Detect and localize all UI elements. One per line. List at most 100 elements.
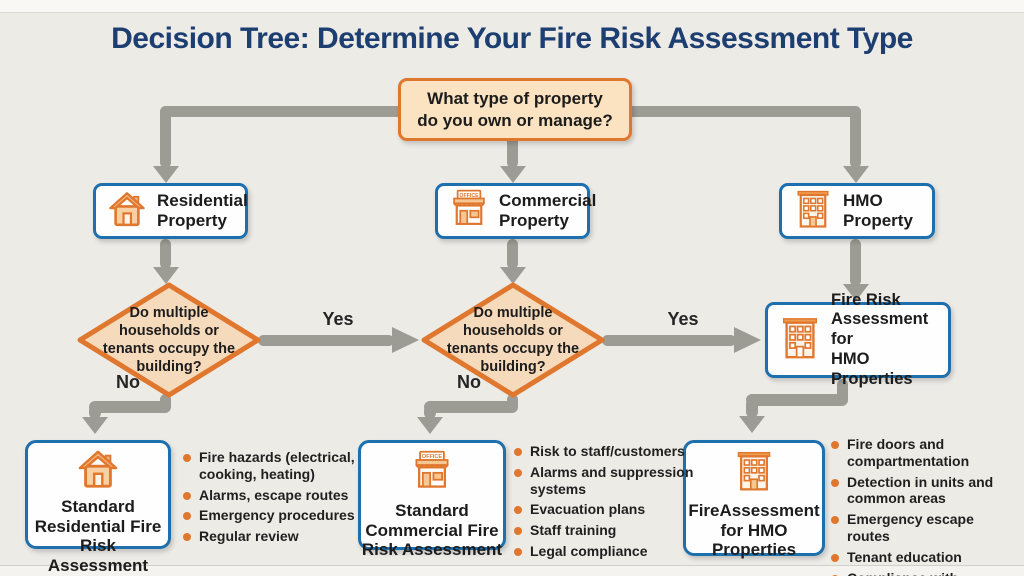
edge-label-yes: Yes <box>667 309 699 329</box>
node-label: HMO Properties <box>831 349 913 388</box>
arrowhead-down-icon <box>499 267 526 284</box>
decision-diamond-middle: Do multiple households or tenants occupy… <box>420 281 606 399</box>
bullet-icon <box>514 527 522 536</box>
house-icon <box>75 448 121 495</box>
connector-hmo-to-assessment <box>850 239 861 286</box>
node-label: Fire Risk <box>831 290 901 309</box>
decision-diamond-left: Do multiple households or tenants occupy… <box>76 281 262 399</box>
outcome-title-line: Commercial Fire <box>365 520 499 540</box>
connector-drop-middle <box>507 130 518 168</box>
connector-drop-left <box>160 108 171 168</box>
node-label: Residential <box>157 190 248 210</box>
diamond-shape <box>421 282 605 398</box>
office-sign-text: OFFICE <box>422 454 442 460</box>
outcome-title-line: Properties <box>711 540 797 560</box>
edge-label-no: No <box>457 372 481 392</box>
decision-text-line: building? <box>136 359 202 376</box>
decision-text-line: households or <box>119 322 219 339</box>
arrowhead-down-icon <box>417 417 443 434</box>
node-label: Assessment for <box>831 310 929 349</box>
arrowhead-right-icon <box>392 327 419 353</box>
connector-no-middle-drop <box>424 405 436 419</box>
bullet-icon <box>514 547 522 556</box>
bullet-icon <box>831 553 839 562</box>
arrowhead-down-icon <box>82 417 108 434</box>
question-line: do you own or manage? <box>417 110 613 130</box>
bullet-icon <box>514 448 522 456</box>
bullet-icon <box>831 574 839 576</box>
storefront-icon: OFFICE <box>410 448 454 499</box>
office-sign-text: OFFICE <box>459 192 479 198</box>
edge-label-no: No <box>116 372 140 392</box>
node-label: Commercial <box>499 190 597 210</box>
bullet-icon <box>831 441 839 449</box>
decision-text-line: building? <box>480 359 546 376</box>
bottom-band <box>0 565 1024 576</box>
node-commercial-property: OFFICE Commercial Property <box>435 183 596 239</box>
decision-text-line: households or <box>463 322 563 339</box>
outcome-title-line: Risk Assessment <box>361 540 503 560</box>
decision-text-line: Do multiple <box>473 304 553 321</box>
house-icon <box>106 189 148 234</box>
top-band <box>0 0 1024 13</box>
list-item: Emergency procedures <box>183 507 359 524</box>
arrowhead-down-icon <box>152 166 179 183</box>
page-title: Decision Tree: Determine Your Fire Risk … <box>111 22 913 55</box>
arrowhead-down-icon <box>739 416 765 433</box>
list-item: Emergency escape routes <box>831 511 1019 545</box>
list-item: Alarms, escape routes <box>183 487 359 504</box>
connector-residential-to-diamond <box>160 239 171 269</box>
edge-label-yes: Yes <box>322 309 354 329</box>
storefront-icon: OFFICE <box>448 187 490 236</box>
outcome-title-line: for HMO <box>720 520 788 540</box>
list-item: Legal compliance <box>514 543 694 560</box>
outcome-title-line: FireAssessment <box>688 501 820 520</box>
connector-assessment-horizontal <box>746 394 848 406</box>
node-hmo-property: HMO Property <box>779 183 935 239</box>
diamond-shape <box>77 282 261 398</box>
outcome-fire-assessment-hmo: FireAssessment for HMO Properties <box>683 440 825 559</box>
arrowhead-down-icon <box>152 267 179 284</box>
connector-assessment-drop <box>746 398 758 418</box>
question-line: What type of property <box>427 89 603 109</box>
node-label: Property <box>499 211 569 230</box>
bullet-icon <box>514 468 522 477</box>
commercial-bullet-list: Risk to staff/customers Alarms and suppr… <box>514 443 694 564</box>
bullet-icon <box>514 506 522 515</box>
decision-text-line: tenants occupy the <box>446 341 580 357</box>
list-item: Compliance with licensing <box>831 570 1019 576</box>
list-item: Staff training <box>514 522 694 539</box>
list-item: Alarms and suppression systems <box>514 464 694 498</box>
outcome-standard-residential: Standard Residential Fire Risk Assessmen… <box>25 440 171 575</box>
building-icon <box>792 187 834 236</box>
outcome-standard-commercial: OFFICE Standard Commercial Fire Risk Ass… <box>358 440 506 559</box>
connector-commercial-to-diamond <box>507 239 518 269</box>
outcome-title-line: Risk Assessment <box>47 536 149 576</box>
list-item: Evacuation plans <box>514 501 694 518</box>
bullet-icon <box>183 454 191 462</box>
decision-text-line: tenants occupy the <box>102 341 236 357</box>
connector-no-left-horizontal <box>89 401 171 413</box>
connector-no-left-drop <box>89 405 101 419</box>
arrowhead-right-icon <box>734 327 761 353</box>
bullet-icon <box>183 512 191 521</box>
arrowhead-down-icon <box>842 166 869 183</box>
building-icon <box>777 312 823 369</box>
list-item: Tenant education <box>831 549 1019 566</box>
connector-yes-right <box>602 334 736 346</box>
connector-drop-right <box>850 108 861 168</box>
node-label: Property <box>843 211 913 230</box>
outcome-title-line: Residential Fire <box>34 516 162 536</box>
connector-assessment-stub <box>837 379 848 405</box>
residential-bullet-list: Fire hazards (electrical, cooking, heati… <box>183 449 359 549</box>
bullet-icon <box>183 491 191 500</box>
connector-yes-left <box>258 334 394 346</box>
building-icon <box>732 448 776 499</box>
node-label: Property <box>157 211 227 230</box>
list-item: Fire hazards (electrical, cooking, heati… <box>183 449 359 483</box>
arrowhead-down-icon <box>499 166 526 183</box>
decision-text-line: Do multiple <box>129 304 209 321</box>
bullet-icon <box>183 533 191 542</box>
bullet-icon <box>831 478 839 487</box>
